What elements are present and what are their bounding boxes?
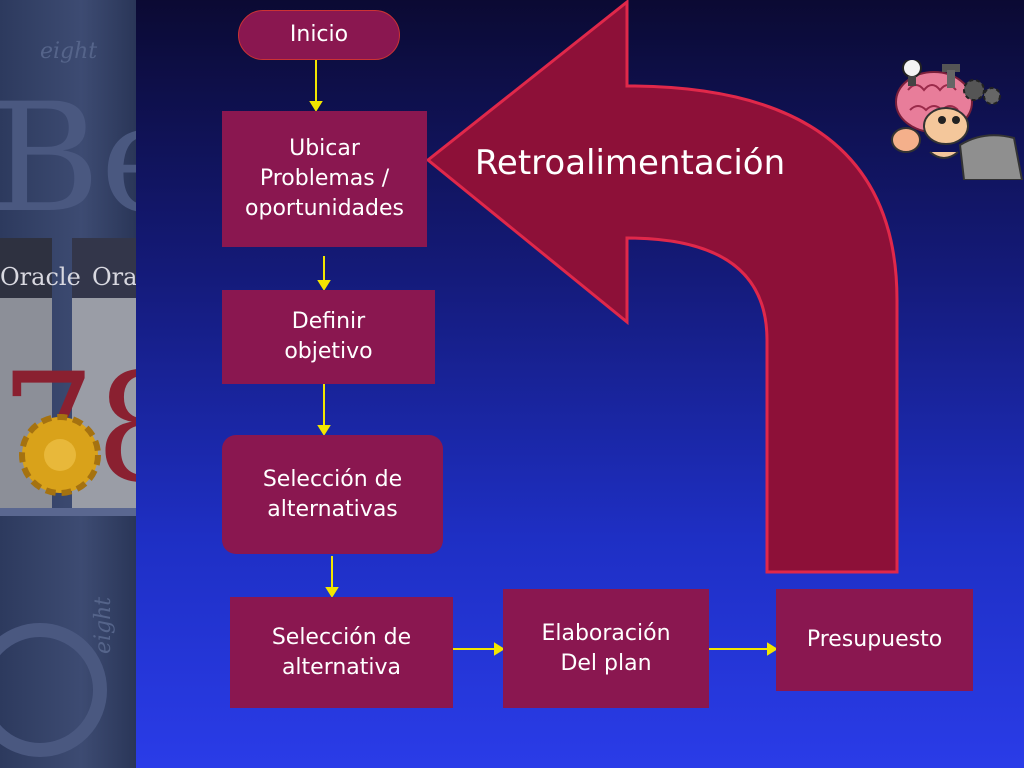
side-decoration-panel: eight Beight Oracle Oracle 78 eight — [0, 0, 136, 768]
start-node: Inicio — [238, 10, 400, 60]
side-decoration-art: eight Beight Oracle Oracle 78 eight — [0, 39, 136, 757]
step-seleccion-alternativas: Selección de alternativas — [222, 435, 443, 554]
side-divider — [0, 508, 136, 516]
side-text-beight: Beight — [0, 72, 136, 246]
cylinder-left-band — [0, 238, 52, 298]
connector-arrows — [309, 60, 778, 656]
cylinder-right-band — [72, 238, 136, 298]
feedback-arrow — [425, 0, 899, 574]
thinking-man-icon — [891, 60, 1024, 180]
side-text-eight-bottom: eight — [91, 597, 116, 654]
gear-icon — [19, 414, 101, 496]
side-deco-ring — [0, 623, 107, 757]
feedback-label: Retroalimentación — [474, 143, 786, 183]
side-text-oracle-right: Oracle — [92, 263, 136, 291]
side-text-eight-top: eight — [40, 39, 97, 64]
step-presupuesto: Presupuesto — [776, 589, 973, 691]
step-elaboracion-plan: Elaboración Del plan — [503, 589, 709, 708]
step-seleccion-alternativa: Selección de alternativa — [230, 597, 453, 708]
side-text-oracle-left: Oracle — [0, 263, 81, 291]
step-definir-objetivo: Definir objetivo — [222, 290, 435, 384]
step-ubicar-problemas: Ubicar Problemas / oportunidades — [222, 111, 427, 247]
